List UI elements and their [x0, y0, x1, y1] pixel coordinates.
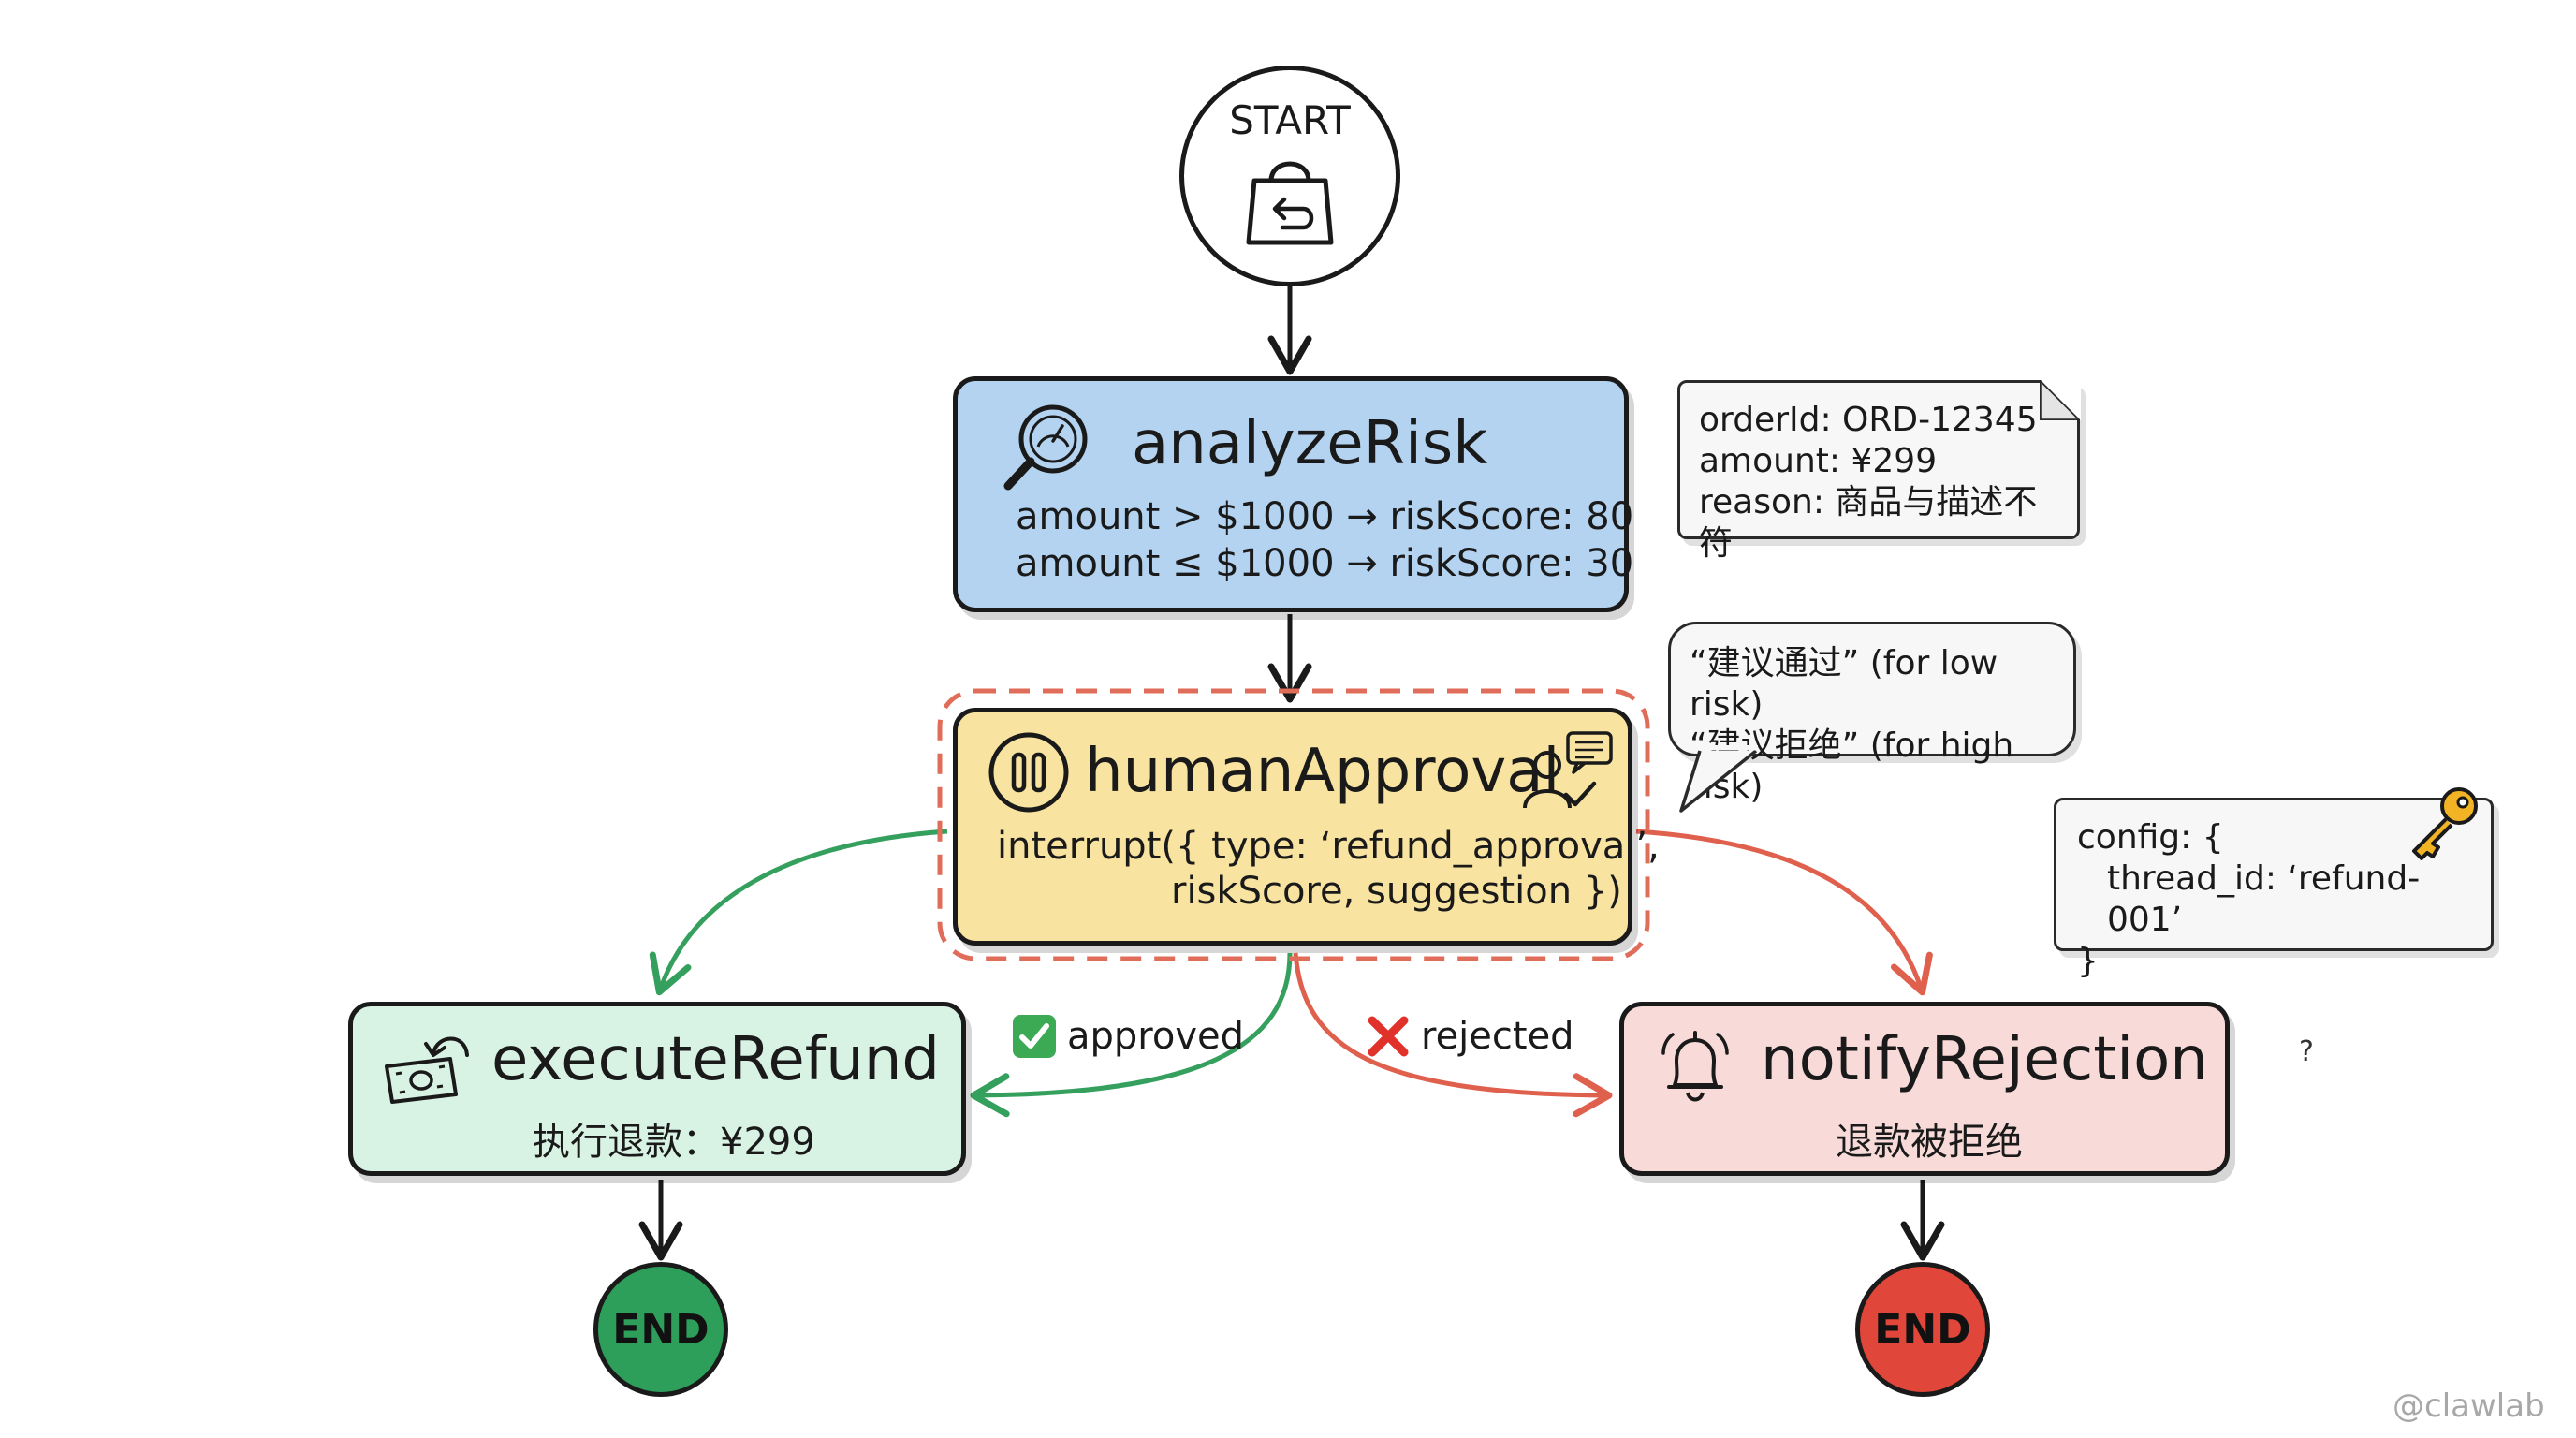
notify-rejection-node: notifyRejection 退款被拒绝 [1619, 1002, 2230, 1176]
order-amount-line: amount: ¥299 [1699, 441, 1938, 480]
magnifier-gauge-icon [1003, 404, 1088, 491]
human-approval-node: humanApproval interrupt({ type: ‘refund_… [953, 708, 1660, 946]
stray-mark: ? [2299, 1035, 2314, 1068]
config-thread-line: thread_id: ‘refund-001’ [2107, 858, 2421, 939]
pause-icon [988, 732, 1069, 813]
notify-rejection-detail: 退款被拒绝 [1836, 1121, 2023, 1164]
edge-approved [970, 952, 1293, 1118]
watermark: @clawlab [2393, 1387, 2545, 1425]
analyze-risk-node: analyzeRisk amount > $1000 → riskScore: … [953, 376, 1633, 612]
person-chat-check-icon [1523, 731, 1613, 809]
folded-corner [2040, 379, 2081, 420]
approved-label: approved [1067, 1015, 1245, 1058]
start-label: START [1229, 96, 1351, 143]
human-approval-highlight [937, 688, 1650, 961]
notify-rejection-title: notifyRejection [1761, 1025, 2208, 1094]
execute-refund-title: executeRefund [491, 1025, 940, 1094]
human-approval-code-2: riskScore, suggestion }) [1171, 870, 1622, 913]
execute-refund-detail: 执行退款：¥299 [533, 1121, 815, 1164]
order-reason-line: reason: 商品与描述不符 [1699, 482, 2038, 563]
end-label-rejected: END [1874, 1305, 1971, 1354]
key-icon [2412, 787, 2478, 860]
config-close-line: } [2077, 941, 2099, 980]
end-node-approved: END [593, 1262, 728, 1397]
analyze-risk-rule-2: amount ≤ $1000 → riskScore: 30 [1016, 542, 1634, 585]
config-note: config: { thread_id: ‘refund-001’ } [2054, 787, 2494, 980]
bell-icon [1661, 1031, 1729, 1102]
rejected-label: rejected [1421, 1015, 1574, 1058]
end-node-rejected: END [1855, 1262, 1990, 1397]
edge-human-notify-top [1635, 829, 1933, 996]
rejected-edge-label: rejected [1365, 1013, 1574, 1060]
shopping-bag-return-icon [1246, 161, 1334, 244]
human-approval-title: humanApproval [1085, 737, 1560, 806]
edge-human-execute-top [649, 829, 948, 996]
approved-edge-label: approved [1011, 1013, 1244, 1060]
order-id-line: orderId: ORD-12345 [1699, 401, 2038, 439]
order-info-note: orderId: ORD-12345 amount: ¥299 reason: … [1677, 379, 2081, 563]
end-label-approved: END [612, 1305, 710, 1354]
edge-rejected [1293, 952, 1613, 1118]
suggestion-low-risk: “建议通过” (for low risk) [1690, 644, 1998, 724]
check-mark-icon [1013, 1015, 1056, 1058]
config-open-line: config: { [2077, 818, 2224, 857]
money-refund-icon [385, 1036, 469, 1104]
start-node: START [1179, 66, 1400, 286]
bubble-tail [1679, 745, 1758, 813]
execute-refund-node: executeRefund 执行退款：¥299 [348, 1002, 966, 1176]
cross-mark-icon [1368, 1016, 1409, 1057]
analyze-risk-title: analyzeRisk [1132, 409, 1488, 478]
human-approval-code-1: interrupt({ type: ‘refund_approval’, [997, 825, 1660, 868]
analyze-risk-rule-1: amount > $1000 → riskScore: 80 [1016, 495, 1634, 538]
suggestion-bubble: “建议通过” (for low risk) “建议拒绝” (for high r… [1668, 622, 2076, 806]
